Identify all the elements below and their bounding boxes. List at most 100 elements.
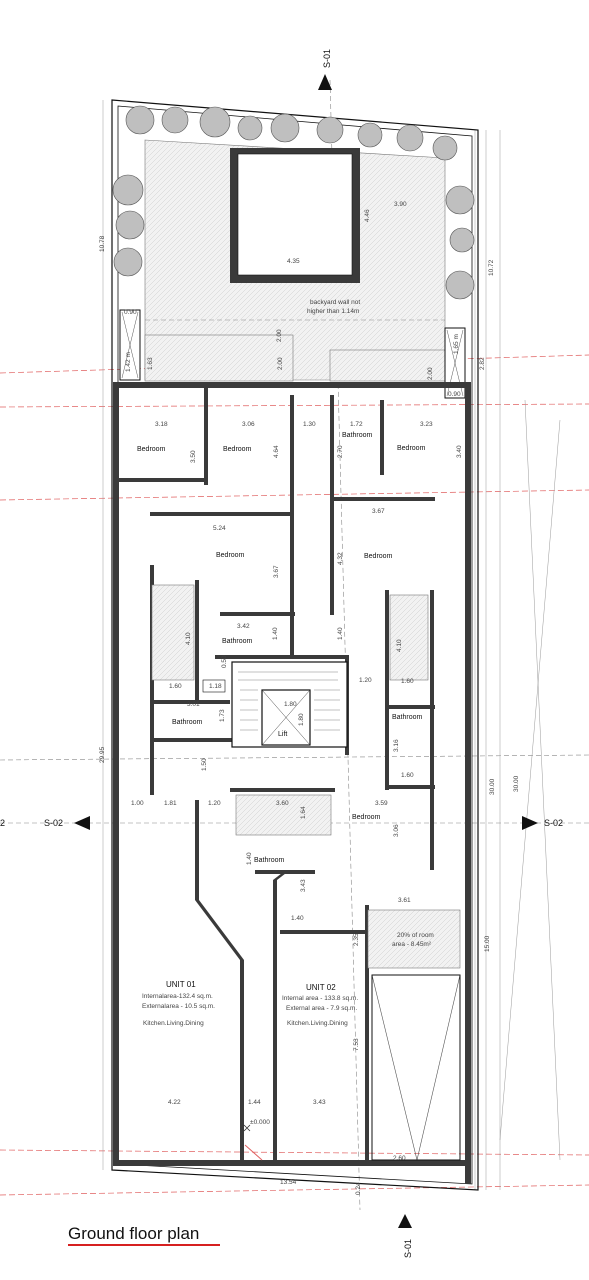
dim-label: 2.00 [277, 357, 284, 370]
dim-label: 3.67 [273, 565, 280, 578]
dim-label: 0.24 [355, 1182, 362, 1195]
note-backyard-line2: higher than 1.14m [307, 308, 359, 315]
dim-label: 3.60 [276, 800, 289, 807]
dim-label: 3.59 [375, 800, 388, 807]
dim-label: 1.63 [147, 357, 154, 370]
dim-label: 3.06 [242, 421, 255, 428]
dim-label: 1.42 m [125, 352, 132, 372]
entrance [243, 1124, 263, 1161]
unit-01-label: UNIT 01 Internalarea-132.4 sq.m. Externa… [142, 980, 215, 1027]
room-bedroom-3: Bedroom [397, 445, 426, 452]
dim-label: 3.16 [393, 739, 400, 752]
dim-label: 1.72 [350, 421, 363, 428]
dim-label: 30.00 [513, 775, 520, 792]
dim-label: 3.06 [393, 824, 400, 837]
trees [112, 105, 475, 300]
dim-label: 1.81 [164, 800, 177, 807]
dim-label: 3.01 [187, 701, 200, 708]
dim-label: 4.46 [364, 209, 371, 222]
dim-label: 2.00 [427, 367, 434, 380]
section-arrow-right [522, 816, 538, 830]
dim-label: 1.40 [272, 627, 279, 640]
dim-label: 1.20 [208, 800, 221, 807]
dim-label: 1.00 [131, 800, 144, 807]
building-walls [113, 382, 471, 1184]
dim-label: 29.95 [99, 746, 106, 763]
room-bathroom-2: Bathroom [222, 638, 253, 645]
dim-label: 1.50 [201, 758, 208, 771]
shafts [151, 584, 461, 969]
section-arrow-bottom [398, 1214, 412, 1228]
note-roof-line1: 20% of room [397, 932, 434, 939]
dim-label: 1.44 [248, 1099, 261, 1106]
section-label-top: S-01 [322, 49, 332, 68]
note-level: ±0.000 [250, 1119, 270, 1126]
stair-core [231, 661, 348, 748]
room-bedroom-1: Bedroom [137, 446, 166, 453]
dim-label: 4.35 [287, 258, 300, 265]
dim-label: 13.54 [280, 1179, 297, 1186]
section-arrow-top [318, 74, 332, 90]
dim-label: 7.53 [353, 1038, 360, 1051]
dim-label: 1.73 [219, 709, 226, 722]
unit-02-name: UNIT 02 [306, 983, 336, 992]
dim-label: 3.23 [420, 421, 433, 428]
notes: backyard wall not higher than 1.14m 20% … [250, 299, 434, 1126]
unit-02-label: UNIT 02 Internal area - 133.8 sq.m. Exte… [282, 983, 358, 1027]
dim-label: 4.22 [168, 1099, 181, 1106]
room-bedroom-4: Bedroom [216, 552, 245, 559]
dim-label: 4.32 [337, 552, 344, 565]
dim-label: 2.00 [276, 329, 283, 342]
note-backyard-line1: backyard wall not [310, 299, 360, 306]
dim-label: 10.78 [99, 235, 106, 252]
dim-label: 15.00 [484, 935, 491, 952]
unit-01-internal: Internalarea-132.4 sq.m. [142, 993, 213, 1000]
dim-label: 30.00 [489, 778, 496, 795]
section-label-left: S-02 [44, 818, 63, 828]
dim-label: 1.18 [209, 683, 222, 690]
dim-label: 1.40 [246, 852, 253, 865]
dim-label: 2.70 [337, 445, 344, 458]
section-label-edge: 2 [0, 818, 5, 828]
dim-label: 0.50 [221, 655, 228, 668]
dim-label: 1.65 m [453, 334, 460, 354]
dim-label: 4.10 [396, 639, 403, 652]
unit-01-name: UNIT 01 [166, 980, 196, 989]
dim-label: 2.82 [479, 357, 486, 370]
dim-label: 3.40 [456, 445, 463, 458]
room-bathroom-3: Bathroom [172, 719, 203, 726]
unit-01-use: Kitchen.Living.Dining [143, 1020, 204, 1027]
unit-01-external: Externalarea - 10.5 sq.m. [142, 1003, 215, 1010]
dim-label: 1.80 [284, 701, 297, 708]
section-arrow-left [74, 816, 90, 830]
title-underline [68, 1244, 220, 1246]
room-bedroom-2: Bedroom [223, 446, 252, 453]
dim-label: 3.18 [155, 421, 168, 428]
dim-label: 4.10 [185, 632, 192, 645]
dim-label: 1.60 [169, 683, 182, 690]
dim-label: 3.43 [300, 879, 307, 892]
room-labels: Bedroom Bedroom Bathroom Bedroom Bedroom… [137, 432, 426, 864]
dim-label: 1.40 [291, 915, 304, 922]
dim-label: 1.60 [401, 772, 414, 779]
dim-label: 3.50 [190, 450, 197, 463]
dim-label: 3.42 [237, 623, 250, 630]
room-bathroom-1: Bathroom [342, 432, 373, 439]
parking-area [371, 974, 461, 1161]
note-roof-line2: area - 8.45m² [392, 941, 432, 948]
dim-label: 3.67 [372, 508, 385, 515]
dim-label: 0.90 [124, 309, 137, 316]
dim-label: 1.30 [303, 421, 316, 428]
dim-label: 1.64 [300, 806, 307, 819]
dim-label: 2.35 [353, 933, 360, 946]
unit-02-internal: Internal area - 133.8 sq.m. [282, 995, 358, 1002]
dim-label: 5.24 [213, 525, 226, 532]
dimension-labels: 10.78 10.72 4.46 3.90 4.35 2.00 2.00 2.0… [99, 201, 520, 1195]
room-lift: Lift [278, 731, 287, 738]
dim-label: 3.43 [313, 1099, 326, 1106]
backyard [119, 139, 466, 399]
dim-label: 4.64 [273, 445, 280, 458]
dim-label: 1.80 [298, 713, 305, 726]
section-markers: S-01 S-01 S-02 2 S-02 [0, 49, 563, 1258]
